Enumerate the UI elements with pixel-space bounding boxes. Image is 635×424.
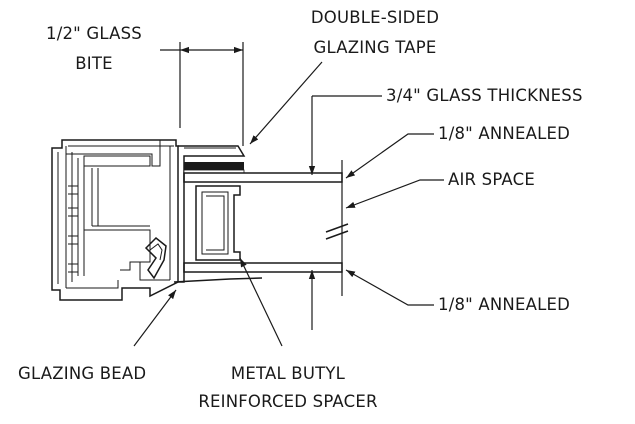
tape-label-line1: DOUBLE-SIDED (310, 8, 440, 27)
glass-thickness-dimension (308, 95, 382, 330)
glass-bite-dimension (160, 42, 244, 146)
glass-lite-bottom (183, 262, 343, 273)
glass-thickness-label: 3/4" GLASS THICKNESS (386, 86, 583, 105)
spacer-label-line2: REINFORCED SPACER (198, 392, 378, 411)
annealed-bottom-label: 1/8" ANNEALED (438, 295, 570, 314)
annealed-top-leader (345, 133, 434, 179)
spacer-label-line1: METAL BUTYL (230, 364, 346, 383)
air-space-break-mark (325, 230, 349, 240)
glass-bite-label-line1: 1/2" GLASS (46, 24, 142, 43)
spacer-leader (239, 257, 283, 347)
leader-lines (133, 61, 444, 347)
glass-unit (183, 172, 349, 273)
glazing-bead (144, 236, 263, 283)
air-space-label: AIR SPACE (448, 170, 535, 189)
air-space-break-mark (325, 223, 349, 233)
tape-label-line2: GLAZING TAPE (313, 38, 437, 57)
tape-leader (249, 61, 323, 145)
annealed-bottom-leader (345, 269, 434, 306)
glazing-bead-leader (133, 289, 177, 347)
glazing-tape (183, 162, 245, 174)
frame-stop (178, 145, 246, 283)
aluminum-frame-profile (51, 139, 179, 301)
annealed-top-label: 1/8" ANNEALED (438, 124, 570, 143)
metal-spacer (195, 185, 241, 261)
glass-bite-label-line2: BITE (75, 54, 113, 73)
air-space-leader (345, 179, 444, 209)
glass-lite-top (183, 172, 343, 183)
glazing-bead-label: GLAZING BEAD (18, 364, 147, 383)
